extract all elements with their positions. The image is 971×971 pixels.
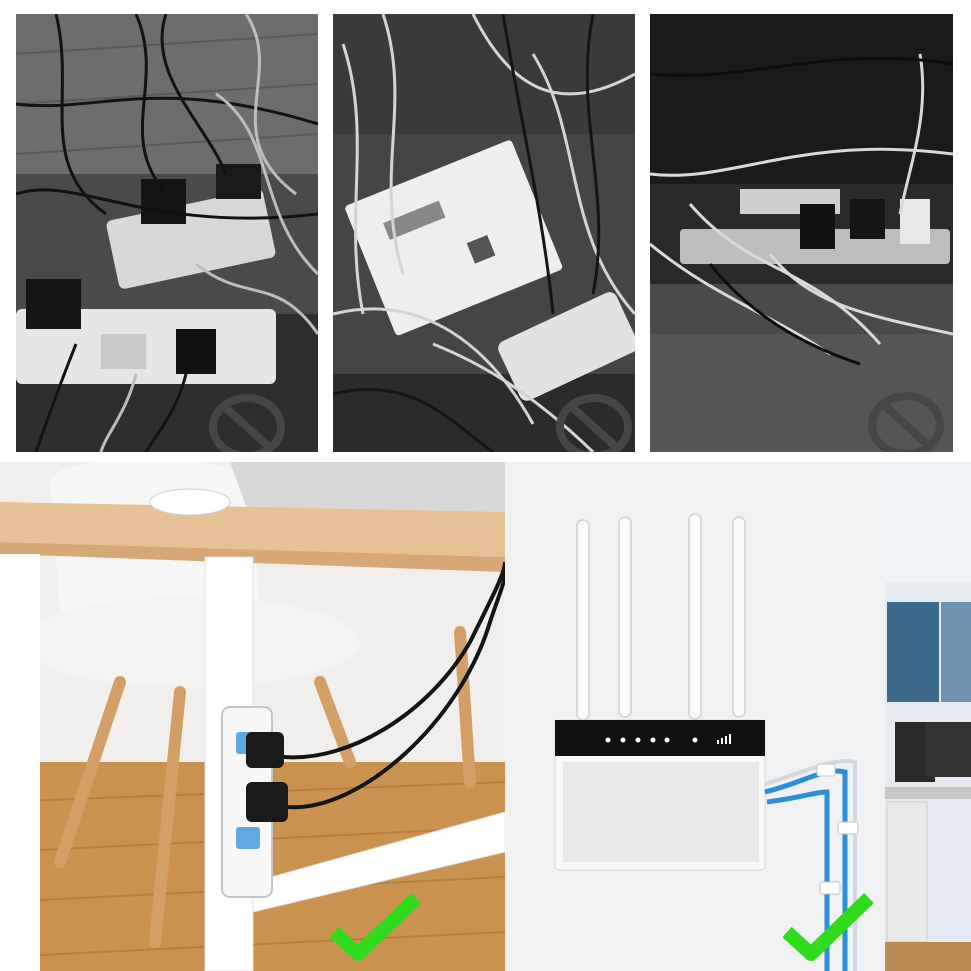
prohibition-icon [209, 394, 285, 452]
desk-scene [0, 462, 505, 971]
prohibition-icon [868, 392, 944, 452]
checkmark-icon [330, 892, 420, 961]
checkmark-icon [783, 892, 873, 961]
messy-cables-photo-1 [16, 14, 318, 452]
prohibition-icon [556, 394, 632, 452]
messy-cables-photo-2 [333, 14, 635, 452]
messy-cables-photo-3 [650, 14, 953, 452]
messy-scene-3 [650, 14, 953, 452]
messy-scene-2 [333, 14, 635, 452]
tidy-router-photo [505, 462, 971, 971]
router-scene [505, 462, 971, 971]
messy-scene-1 [16, 14, 318, 452]
tidy-desk-photo [0, 462, 505, 971]
